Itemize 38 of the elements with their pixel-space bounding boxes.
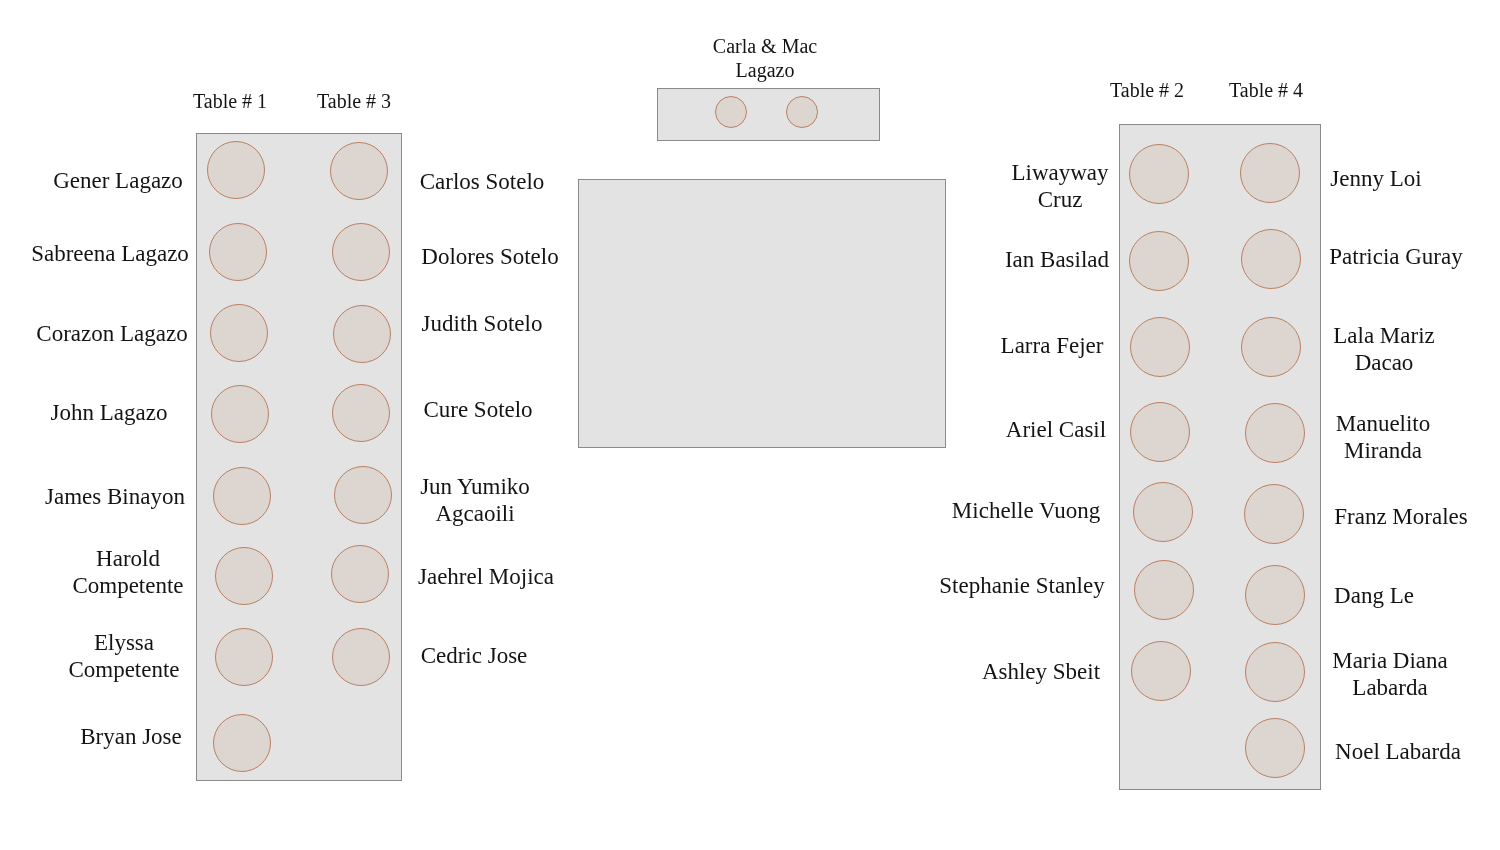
guest-name: Ian Basilad [1004,245,1110,273]
guest-name: Cedric Jose [420,641,528,669]
guest-name: Ariel Casil [1005,415,1107,443]
guest-name: Stephanie Stanley [939,571,1105,599]
guest-name: Gener Lagazo [53,166,183,194]
guest-name: John Lagazo [50,398,168,426]
head-table-label: Carla & Mac Lagazo [711,34,819,82]
guest-name: Dang Le [1334,581,1414,609]
table-label: Table # 2 [1109,78,1185,102]
seat-circle [715,96,747,128]
large-table [578,179,946,448]
guest-name: Harold Competente [71,545,185,599]
guest-name: Sabreena Lagazo [31,239,189,267]
guest-name: Larra Fejer [1000,331,1104,359]
guest-name: Dolores Sotelo [421,242,559,270]
table-label: Table # 3 [316,89,392,113]
table-label: Table # 1 [192,89,268,113]
guest-name: Jaehrel Mojica [418,562,554,590]
guest-name: Judith Sotelo [421,309,543,337]
guest-name: Lala Mariz Dacao [1332,322,1436,376]
guest-name: Liwayway Cruz [1010,159,1110,213]
guest-name: Corazon Lagazo [36,319,188,347]
guest-name: Elyssa Competente [67,629,181,683]
guest-name: Manuelito Miranda [1334,410,1432,464]
guest-name: Carlos Sotelo [419,167,545,195]
seat-circle [786,96,818,128]
guest-name: Maria Diana Labarda [1331,647,1449,701]
guest-name: Franz Morales [1334,502,1468,530]
guest-name: Jenny Loi [1330,164,1422,192]
guest-name: Cure Sotelo [423,395,533,423]
guest-name: Michelle Vuong [951,496,1101,524]
guest-name: James Binayon [45,482,185,510]
guest-name: Noel Labarda [1335,737,1461,765]
guest-name: Bryan Jose [80,722,182,750]
guest-name: Patricia Guray [1329,242,1463,270]
guest-name: Jun Yumiko Agcaoili [419,473,531,527]
table-label: Table # 4 [1228,78,1304,102]
guest-name: Ashley Sbeit [981,657,1101,685]
